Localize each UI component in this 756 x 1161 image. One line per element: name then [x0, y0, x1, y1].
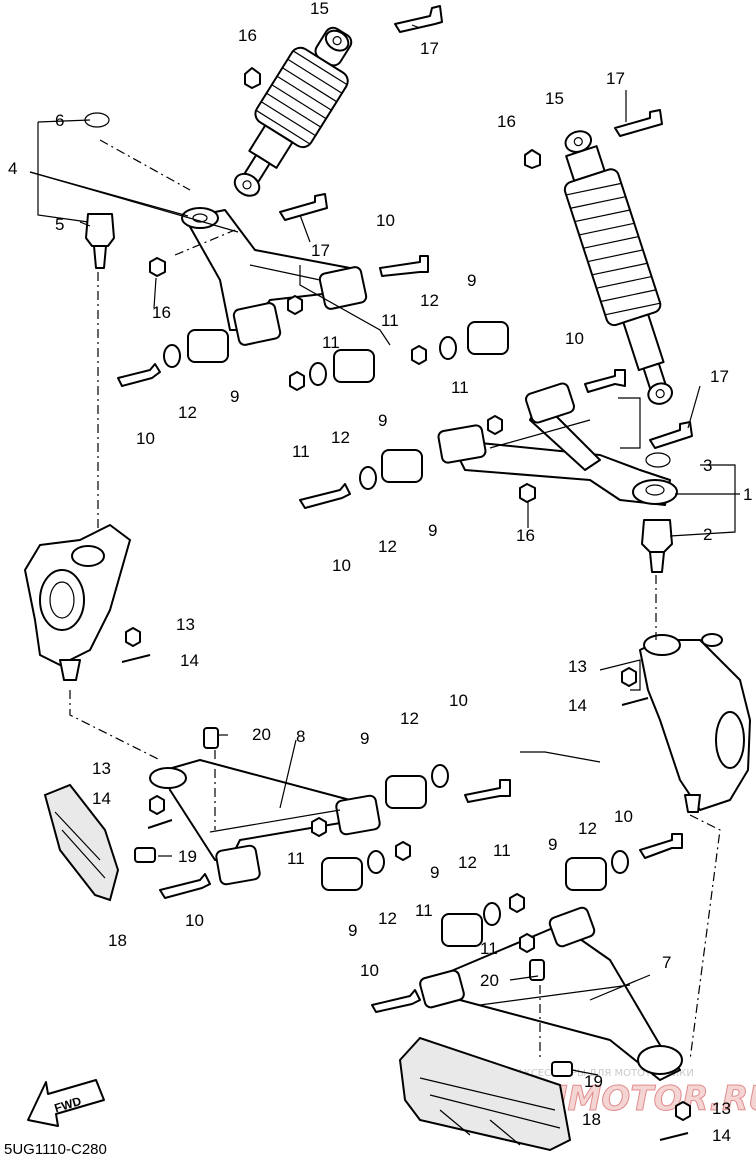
- callout-9: 9: [348, 921, 357, 940]
- callout-10: 10: [136, 429, 155, 448]
- callout-12: 12: [331, 428, 350, 447]
- callout-2: 2: [703, 525, 712, 544]
- shock-absorber-right[interactable]: [549, 123, 690, 411]
- callout-11: 11: [451, 378, 469, 397]
- callout-6: 6: [55, 111, 64, 130]
- bolts-and-nuts: [84, 5, 693, 1141]
- callout-9: 9: [467, 271, 476, 290]
- callout-16: 16: [516, 526, 535, 545]
- callout-11: 11: [381, 311, 399, 330]
- drawing-code: 5UG1110-C280: [4, 1141, 107, 1158]
- callout-20: 20: [480, 971, 499, 990]
- callout-19: 19: [584, 1072, 603, 1091]
- callout-17: 17: [420, 39, 439, 58]
- callout-12: 12: [458, 853, 477, 872]
- callout-15: 15: [545, 89, 564, 108]
- callout-12: 12: [400, 709, 419, 728]
- callout-19: 19: [178, 847, 197, 866]
- callout-14: 14: [712, 1126, 731, 1145]
- callout-10: 10: [360, 961, 379, 980]
- callout-18: 18: [582, 1110, 601, 1129]
- callout-12: 12: [178, 403, 197, 422]
- callout-10: 10: [185, 911, 204, 930]
- callout-14: 14: [92, 789, 111, 808]
- callout-11: 11: [287, 849, 305, 868]
- callout-9: 9: [360, 729, 369, 748]
- callout-3: 3: [703, 456, 712, 475]
- callout-12: 12: [578, 819, 597, 838]
- lower-arm-right[interactable]: [419, 906, 683, 1081]
- callout-13: 13: [176, 615, 195, 634]
- callout-12: 12: [378, 909, 397, 928]
- fwd-arrow: FWD: [27, 1079, 105, 1127]
- callout-9: 9: [378, 411, 387, 430]
- callout-7: 7: [662, 953, 671, 972]
- callout-14: 14: [180, 651, 199, 670]
- callout-10: 10: [449, 691, 468, 710]
- skid-guard-right[interactable]: [398, 1036, 572, 1152]
- callout-9: 9: [548, 835, 557, 854]
- callout-9: 9: [430, 863, 439, 882]
- steering-knuckle-right[interactable]: [639, 633, 751, 813]
- callout-17: 17: [311, 241, 330, 260]
- callout-18: 18: [108, 931, 127, 950]
- callout-10: 10: [332, 556, 351, 575]
- callout-9: 9: [230, 387, 239, 406]
- upper-arm-left[interactable]: [181, 207, 368, 346]
- callout-5: 5: [55, 215, 64, 234]
- callout-1: 1: [743, 485, 752, 504]
- callout-11: 11: [480, 939, 498, 958]
- callout-16: 16: [497, 112, 516, 131]
- callout-16: 16: [152, 303, 171, 322]
- leader-lines: [29, 24, 740, 1076]
- callout-10: 10: [614, 807, 633, 826]
- callout-17: 17: [606, 69, 625, 88]
- callout-16: 16: [238, 26, 257, 45]
- steering-knuckle-left[interactable]: [24, 524, 131, 681]
- upper-arm-right[interactable]: [437, 382, 678, 506]
- callout-11: 11: [322, 333, 340, 352]
- callout-4: 4: [8, 159, 17, 178]
- callout-13: 13: [92, 759, 111, 778]
- lower-arm-left[interactable]: [149, 759, 381, 886]
- callout-14: 14: [568, 696, 587, 715]
- callout-11: 11: [415, 901, 433, 920]
- callout-10: 10: [376, 211, 395, 230]
- callout-12: 12: [378, 537, 397, 556]
- callout-15: 15: [310, 0, 329, 18]
- callout-9: 9: [428, 521, 437, 540]
- callout-17: 17: [710, 367, 729, 386]
- callout-13: 13: [712, 1099, 731, 1118]
- skid-guard-left[interactable]: [43, 783, 120, 902]
- callout-11: 11: [292, 442, 310, 461]
- callout-8: 8: [296, 727, 305, 746]
- assembly-lines: [69, 139, 721, 1061]
- shock-absorber-left[interactable]: [215, 15, 370, 210]
- callout-13: 13: [568, 657, 587, 676]
- callout-20: 20: [252, 725, 271, 744]
- callout-labels: 1 2 3 4 5 6 7 8 9 9 9 9 9 9 9 9 10 10 10…: [8, 0, 752, 1145]
- callout-10: 10: [565, 329, 584, 348]
- callout-11: 11: [493, 841, 511, 860]
- callout-12: 12: [420, 291, 439, 310]
